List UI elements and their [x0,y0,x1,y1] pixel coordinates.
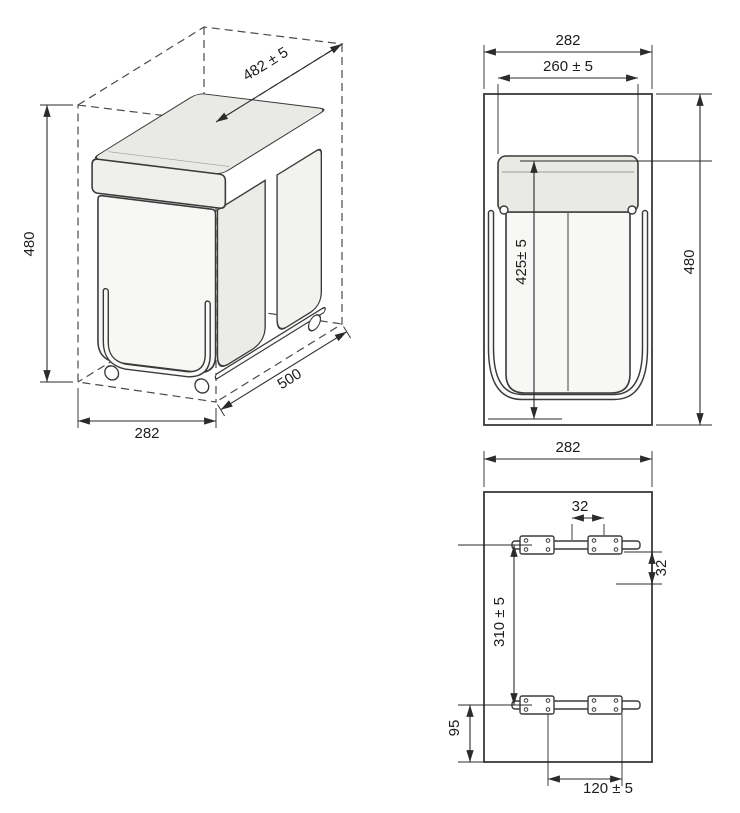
screw-hole [545,698,551,703]
bin-side-faces [214,148,326,380]
screw-hole [545,538,551,543]
front-view: 282 260 ± 5 425± 5 480 [483,32,712,426]
plan-view: 282 32 32 310 ± 5 95 [446,439,670,797]
dim-label-iso-depth-clearance: 482 ± 5 [240,44,291,85]
dim-iso-height: 480 [21,104,73,383]
dim-label-front-cabinet-width: 282 [555,32,580,49]
screw-hole [613,547,619,552]
front-left-wheel [104,365,120,381]
screw-hole [613,707,619,712]
front-container-front-face [97,194,217,374]
dim-ext-line [40,104,73,383]
screw-hole [591,707,597,712]
dim-label-iso-depth: 500 [275,365,305,393]
dim-plan-bracket-offset: 32 [616,551,670,585]
dim-ext-line [77,388,217,428]
screw-hole [613,538,619,543]
dim-label-plan-cabinet-width: 282 [555,439,580,456]
front-view-right-hinge [627,205,637,215]
dim-label-iso-width: 282 [134,425,159,442]
front-view-lid [497,155,639,213]
dim-line [220,331,347,411]
dim-label-plan-bracket-inset: 32 [572,498,589,515]
screw-hole [523,698,529,703]
dim-front-cabinet-width: 282 [483,32,653,89]
screw-hole [591,547,597,552]
dim-front-opening-width: 260 ± 5 [497,58,639,154]
screw-hole [523,707,529,712]
dim-plan-cabinet-width: 282 [483,439,653,487]
front-right-wheel [194,378,210,394]
isometric-view: 480 282 500 482 ± 5 [21,26,351,442]
dim-plan-rail-spacing: 310 ± 5 [458,544,532,706]
upper-right-bracket [587,535,623,555]
dim-front-bin-height: 425± 5 [488,160,712,420]
lower-right-bracket [587,695,623,715]
dim-ext-line [547,714,623,786]
dim-label-front-opening-width: 260 ± 5 [543,58,593,75]
dim-label-plan-front-offset: 95 [446,720,463,737]
dim-ext-line [497,84,639,154]
screw-hole [545,707,551,712]
front-cabinet-outline [483,93,653,426]
dim-label-plan-bracket-offset: 32 [653,560,670,577]
screw-hole [523,547,529,552]
screw-hole [523,538,529,543]
lid-top-rim-line [107,151,230,167]
front-view-left-hinge [499,205,509,215]
upper-mounting-rail [511,535,641,555]
dim-ext-line [571,524,605,540]
dim-label-plan-rail-spacing: 310 ± 5 [491,597,508,647]
rear-wheel [307,314,322,332]
dim-plan-front-offset: 95 [446,705,486,763]
dim-iso-width: 282 [77,388,217,442]
dim-line [215,43,343,123]
plan-cabinet-outline [483,491,653,763]
lid-skirt-group [91,158,227,209]
dim-plan-bracket-span: 120 ± 5 [547,714,633,797]
dim-ext-line [483,451,653,487]
screw-hole [591,698,597,703]
screw-hole [591,538,597,543]
dim-plan-bracket-inset: 32 [571,498,605,540]
dim-ext-line [217,326,351,417]
front-view-frame-tube-inner [489,211,647,399]
dim-label-front-bin-height: 425± 5 [513,239,530,285]
dim-label-front-cabinet-height: 480 [681,249,698,274]
dim-label-iso-height: 480 [21,231,38,256]
rear-container-side-face [276,148,323,330]
lid-front-skirt [91,158,227,209]
front-frame-tube-inner [104,289,210,377]
front-container-side-face [216,179,266,367]
screw-hole [545,547,551,552]
screw-hole [613,698,619,703]
bin-front-face-group [97,194,217,394]
dim-label-plan-bracket-span: 120 ± 5 [583,780,633,797]
dim-ext-line [488,160,712,420]
dim-front-cabinet-height: 480 [656,93,712,426]
cabinet-envelope-outline [77,26,344,403]
